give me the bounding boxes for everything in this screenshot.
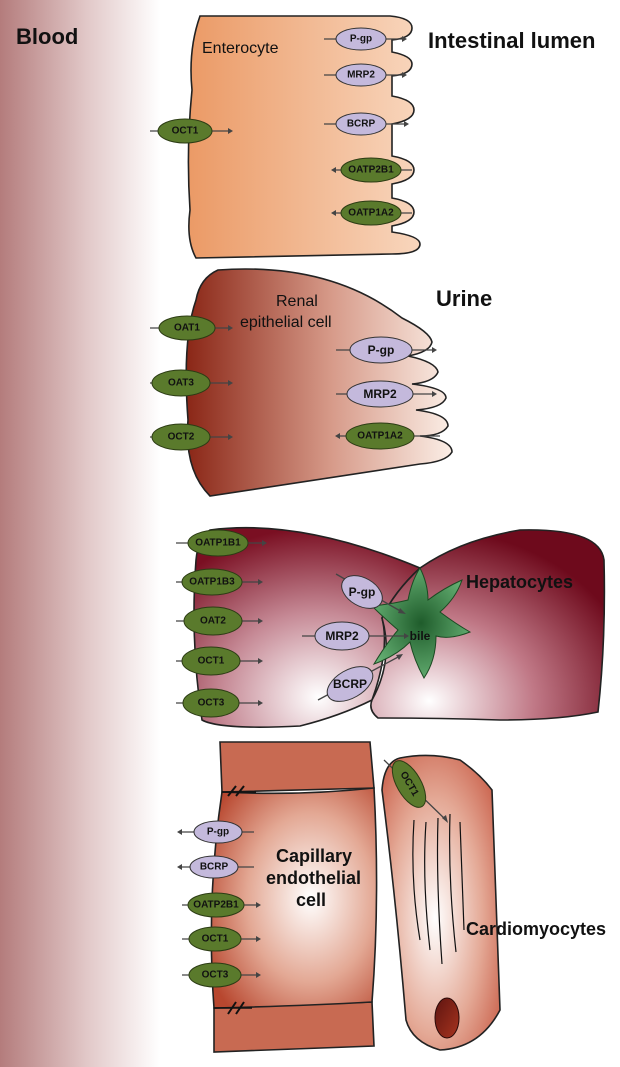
enterocyte-oatp1a2-label: OATP1A2 (348, 208, 394, 219)
cardiomyocytes-label: Cardiomyocytes (466, 919, 606, 939)
enterocyte-oct1-label: OCT1 (172, 126, 199, 137)
capillary-bcrp-label: BCRP (200, 862, 229, 873)
renal-oat1-label: OAT1 (174, 323, 200, 334)
hepatocyte-oct3-label: OCT3 (198, 698, 225, 709)
renal-oat3-label: OAT3 (168, 378, 194, 389)
hepatocyte-oat2-label: OAT2 (200, 616, 226, 627)
capillary-label-line2: endothelial (266, 868, 361, 888)
hepatocyte-bcrp-label: BCRP (333, 677, 367, 691)
renal-mrp2-label: MRP2 (363, 387, 397, 401)
capillary-label-line3: cell (296, 890, 326, 910)
cardiomyocyte-nucleus (435, 998, 459, 1038)
urine-label: Urine (436, 286, 492, 311)
renal-pgp-label: P-gp (368, 343, 395, 357)
renal-label-line2: epithelial cell (240, 314, 332, 331)
capillary-label-line1: Capillary (276, 846, 352, 866)
bile-label: bile (410, 629, 431, 643)
capillary-pgp-label: P-gp (207, 827, 229, 838)
capillary-upper-strip (220, 742, 374, 792)
renal-oct2-label: OCT2 (168, 432, 195, 443)
blood-label: Blood (16, 24, 78, 49)
enterocyte-pgp-label: P-gp (350, 34, 372, 45)
renal-label-line1: Renal (276, 293, 318, 310)
enterocyte-mrp2-label: MRP2 (347, 70, 375, 81)
capillary-oct1-label: OCT1 (202, 934, 229, 945)
hepatocytes-label: Hepatocytes (466, 572, 573, 592)
hepatocyte-mrp2-label: MRP2 (325, 629, 359, 643)
enterocyte-oatp2b1-label: OATP2B1 (348, 165, 394, 176)
enterocyte-bcrp-label: BCRP (347, 119, 376, 130)
renal-oatp1a2-label: OATP1A2 (357, 431, 403, 442)
capillary-oct3-label: OCT3 (202, 970, 229, 981)
hepatocyte-oct1-label: OCT1 (198, 656, 225, 667)
capillary-oatp2b1-label: OATP2B1 (193, 900, 239, 911)
hepatocyte-oatp1b3-label: OATP1B3 (189, 577, 235, 588)
enterocyte-label: Enterocyte (202, 40, 279, 57)
hepatocyte-pgp-label: P-gp (349, 585, 376, 599)
intestinal-lumen-label: Intestinal lumen (428, 28, 595, 53)
blood-region (0, 0, 160, 1067)
hepatocyte-oatp1b1-label: OATP1B1 (195, 538, 241, 549)
